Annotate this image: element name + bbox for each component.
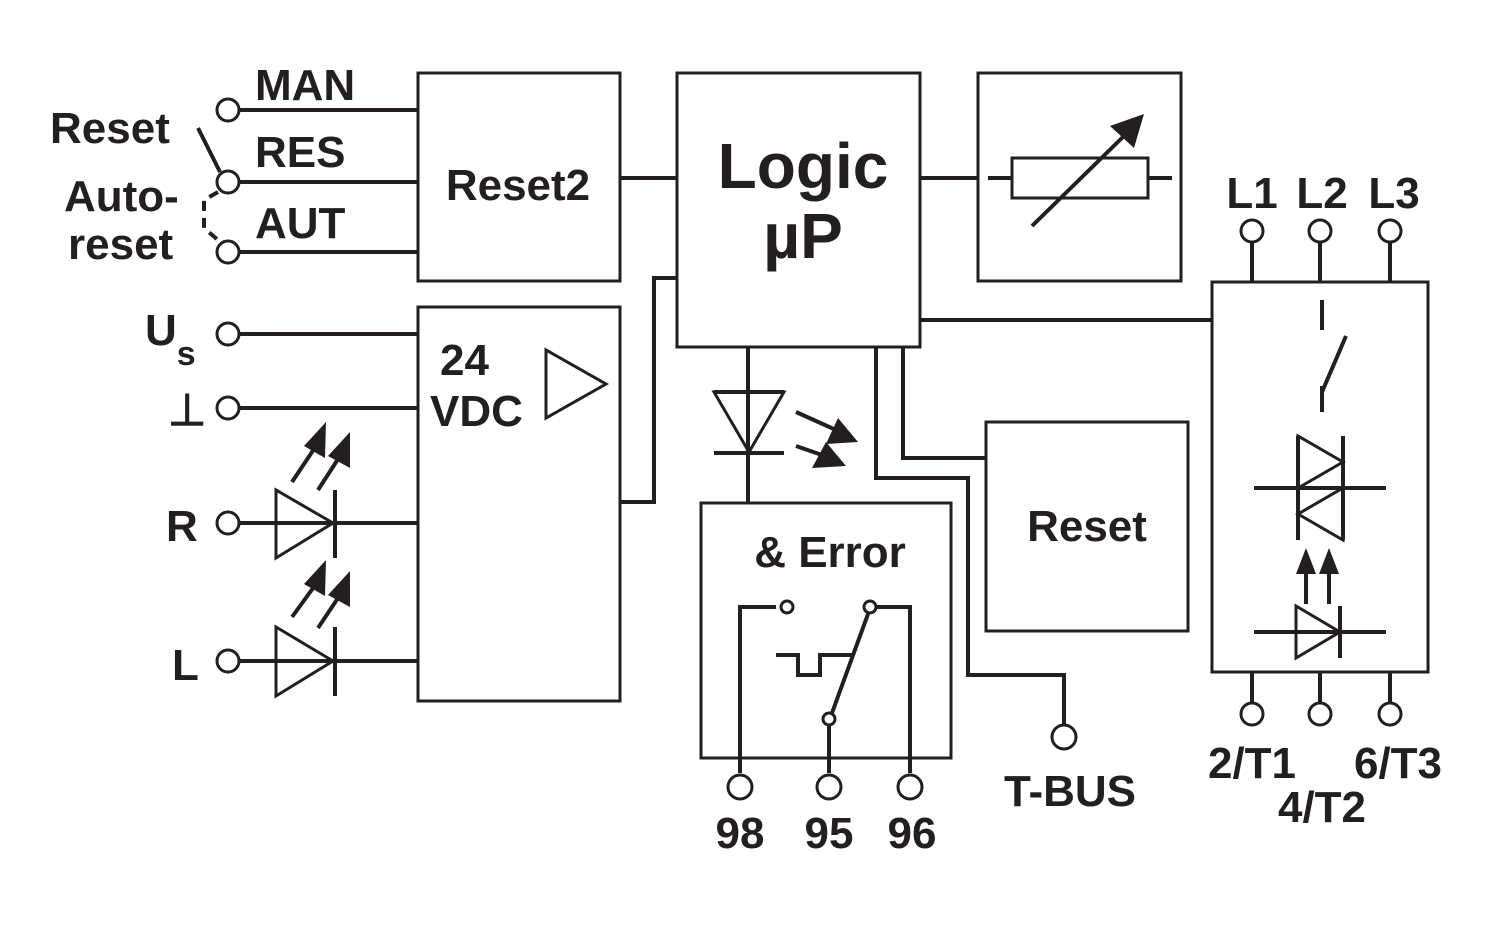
- error-led-icon: [711, 390, 787, 455]
- ground-terminal: [215, 395, 241, 421]
- relay-terminal-95: [815, 773, 843, 801]
- error-relay-block: [699, 501, 953, 760]
- logic-block: [675, 71, 922, 349]
- opto-led-icon: [1294, 603, 1343, 661]
- l3-label: L3: [1368, 169, 1419, 218]
- relay-label-96: 96: [888, 809, 937, 858]
- l-terminal: [215, 648, 241, 674]
- logic-label: Logic: [718, 130, 889, 202]
- tbus-label: T-BUS: [1004, 767, 1136, 816]
- relay-contact-common: [821, 711, 837, 727]
- r-terminal: [215, 510, 241, 536]
- aut-label: AUT: [255, 199, 346, 248]
- voltage-label-line2: VDC: [430, 387, 523, 436]
- res-terminal: [215, 169, 241, 195]
- l3-terminal: [1377, 218, 1403, 244]
- relay-contact-nc: [779, 599, 795, 615]
- contactor-switch-icon: [1320, 335, 1348, 393]
- triac-icon: [1296, 433, 1346, 491]
- autoreset-label-line1: Auto-: [64, 172, 179, 221]
- t3-terminal: [1377, 701, 1403, 727]
- r-led-icon: [274, 487, 336, 561]
- autoreset-label-line2: reset: [68, 220, 174, 269]
- l-led-icon: [274, 624, 336, 699]
- autoreset-dashed-link: [202, 190, 220, 242]
- relay-switch-lever: [830, 613, 870, 714]
- t2-terminal: [1307, 701, 1333, 727]
- amplifier-icon: [544, 347, 610, 421]
- t1-label: 2/T1: [1208, 739, 1296, 788]
- l2-terminal: [1307, 218, 1333, 244]
- relay-label-98: 98: [716, 809, 765, 858]
- t3-label: 6/T3: [1354, 739, 1442, 788]
- man-label: MAN: [255, 61, 355, 110]
- reset-block: [984, 420, 1190, 633]
- res-label: RES: [255, 128, 345, 177]
- reset-mode-label: Reset: [50, 104, 170, 153]
- ground-label: ⊥: [168, 386, 206, 435]
- l-label: L: [172, 641, 199, 690]
- l1-label: L1: [1226, 169, 1277, 218]
- relay-terminal-98: [726, 773, 754, 801]
- relay-contact-no: [862, 599, 878, 615]
- microprocessor-label: µP: [763, 200, 843, 272]
- l2-label: L2: [1296, 169, 1347, 218]
- reset2-label: Reset2: [446, 161, 590, 210]
- relay-terminal-96: [896, 773, 924, 801]
- error-label: & Error: [754, 528, 906, 577]
- relay-coil-icon: [776, 653, 852, 677]
- relay-label-95: 95: [805, 809, 854, 858]
- reset-label: Reset: [1027, 502, 1147, 551]
- reset-switch-lever: [196, 127, 222, 173]
- us-terminal: [215, 321, 241, 347]
- voltage-label-line1: 24: [440, 336, 489, 385]
- r-label: R: [166, 502, 198, 551]
- t1-terminal: [1239, 701, 1265, 727]
- us-label: Us: [145, 306, 196, 373]
- aut-terminal: [215, 239, 241, 265]
- l1-terminal: [1239, 218, 1265, 244]
- t2-label: 4/T2: [1278, 783, 1366, 832]
- man-terminal: [215, 97, 241, 123]
- tbus-terminal: [1050, 723, 1078, 751]
